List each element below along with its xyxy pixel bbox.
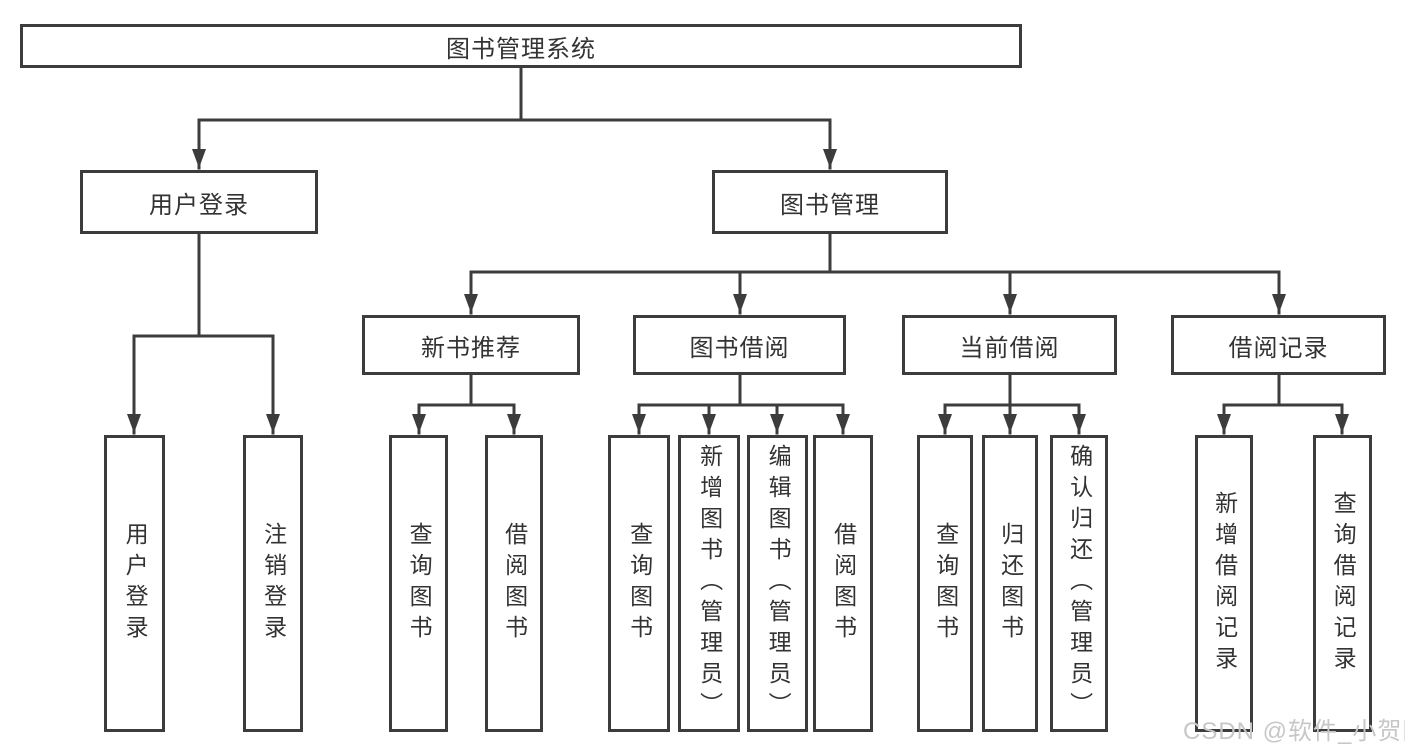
leaf-borrow-books: 借阅图书 [813, 435, 873, 732]
node-label: 当前借阅 [959, 334, 1060, 362]
leaf-label: 归还图书 [997, 521, 1024, 646]
leaf-label: 查询图书 [406, 521, 433, 646]
leaf-label: 编辑图书（管理员） [765, 444, 792, 723]
node-label: 图书管理系统 [446, 35, 596, 63]
leaf-query-books-borrowing: 查询图书 [608, 435, 670, 732]
leaf-label: 借阅图书 [830, 521, 857, 646]
csdn-watermark: CSDN @软件_小贺同学 [1183, 718, 1405, 745]
node-label: 新书推荐 [421, 334, 521, 362]
node-book-borrowing: 图书借阅 [633, 315, 846, 375]
leaf-borrow-books-recommend: 借阅图书 [485, 435, 543, 732]
leaf-label: 注销登录 [260, 521, 287, 646]
leaf-label: 借阅图书 [501, 521, 528, 646]
node-borrowing-records: 借阅记录 [1171, 315, 1386, 375]
leaf-query-borrow-record: 查询借阅记录 [1313, 435, 1372, 732]
leaf-label: 新增借阅记录 [1211, 490, 1238, 677]
leaf-label: 查询图书 [932, 521, 959, 646]
node-new-book-recommend: 新书推荐 [362, 315, 580, 375]
leaf-add-borrow-record: 新增借阅记录 [1195, 435, 1253, 732]
leaf-label: 查询借阅记录 [1330, 490, 1357, 677]
leaf-return-books: 归还图书 [982, 435, 1038, 732]
leaf-label: 用户登录 [122, 521, 149, 646]
node-label: 借阅记录 [1228, 334, 1329, 362]
leaf-add-book-admin: 新增图书（管理员） [678, 435, 740, 732]
node-user-login: 用户登录 [80, 170, 318, 234]
leaf-query-books-current: 查询图书 [917, 435, 973, 732]
node-current-borrowing: 当前借阅 [902, 315, 1117, 375]
leaf-logout: 注销登录 [243, 435, 303, 732]
leaf-user-login: 用户登录 [104, 435, 165, 732]
node-label: 用户登录 [149, 191, 249, 219]
leaf-label: 新增图书（管理员） [696, 444, 723, 723]
leaf-label: 确认归还（管理员） [1066, 444, 1093, 723]
leaf-query-books-recommend: 查询图书 [389, 435, 448, 732]
leaf-confirm-return-admin: 确认归还（管理员） [1050, 435, 1108, 732]
node-book-management: 图书管理 [712, 170, 948, 234]
node-library-management-system: 图书管理系统 [20, 24, 1022, 68]
leaf-edit-book-admin: 编辑图书（管理员） [747, 435, 808, 732]
node-label: 图书借阅 [689, 334, 790, 362]
leaf-label: 查询图书 [626, 521, 653, 646]
node-label: 图书管理 [780, 191, 880, 219]
